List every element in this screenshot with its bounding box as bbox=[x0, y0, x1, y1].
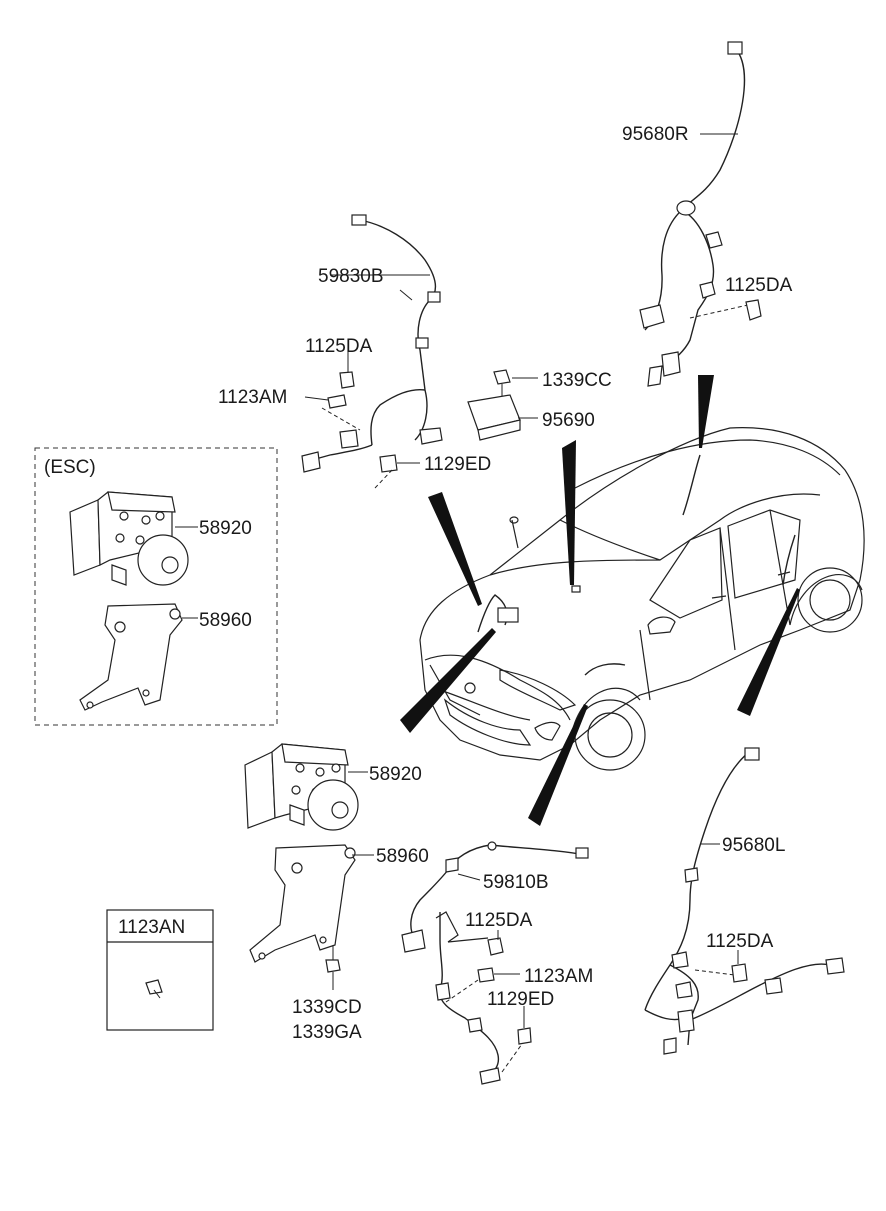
hecu-unit-standard bbox=[244, 743, 374, 990]
label-1123AM-upper: 1123AM bbox=[218, 387, 287, 408]
label-1125DA-lower-right: 1125DA bbox=[706, 931, 774, 952]
label-esc: (ESC) bbox=[44, 457, 96, 478]
label-1339GA: 1339GA bbox=[292, 1022, 362, 1043]
label-58920-esc: 58920 bbox=[199, 518, 252, 539]
callout-labels: 95680R 59830B 1125DA 1123AM 1129ED 1125D… bbox=[44, 124, 793, 1043]
label-1123AM-lower: 1123AM bbox=[524, 966, 593, 987]
label-59810B: 59810B bbox=[483, 872, 549, 893]
label-1123AN: 1123AN bbox=[118, 917, 185, 938]
yaw-sensor-95690 bbox=[467, 369, 538, 441]
car-illustration bbox=[419, 427, 865, 771]
pointer-wedges bbox=[400, 375, 800, 826]
label-1125DA-upper-right: 1125DA bbox=[725, 275, 793, 296]
label-1129ED-upper: 1129ED bbox=[424, 454, 491, 475]
label-1125DA-lower: 1125DA bbox=[465, 910, 533, 931]
sensor-59810B bbox=[401, 841, 589, 1085]
label-58960-esc: 58960 bbox=[199, 610, 252, 631]
label-58960: 58960 bbox=[376, 846, 429, 867]
label-1125DA-upper-left: 1125DA bbox=[305, 336, 373, 357]
label-1339CC: 1339CC bbox=[542, 370, 612, 391]
label-58920: 58920 bbox=[369, 764, 422, 785]
sensor-95680R bbox=[639, 41, 762, 387]
label-1129ED-lower: 1129ED bbox=[487, 989, 554, 1010]
sensor-95680L bbox=[644, 747, 845, 1055]
label-95680L: 95680L bbox=[722, 835, 785, 856]
label-95690: 95690 bbox=[542, 410, 595, 431]
label-95680R: 95680R bbox=[622, 124, 689, 145]
esc-box bbox=[34, 447, 278, 726]
sensor-59830B bbox=[301, 214, 443, 489]
label-1339CD: 1339CD bbox=[292, 997, 362, 1018]
bolt-1123AN-box bbox=[106, 909, 214, 1031]
label-59830B: 59830B bbox=[318, 266, 384, 287]
